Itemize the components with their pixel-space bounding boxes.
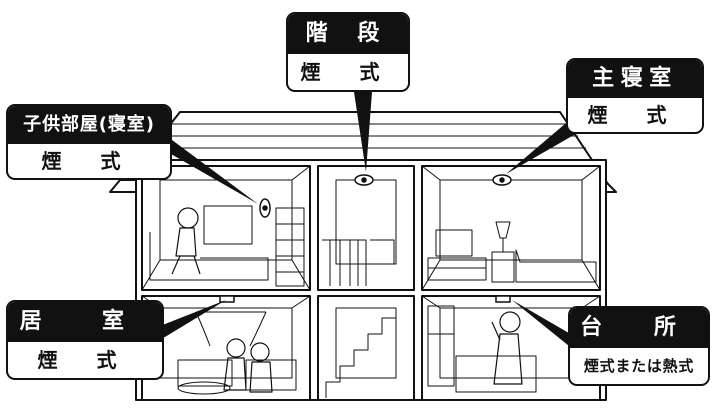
- detector-type: 煙 式: [41, 149, 137, 173]
- detector-type: 煙 式: [300, 60, 396, 84]
- couple-figures: [223, 338, 273, 393]
- window: [203, 205, 253, 245]
- detector-icon-master-bedroom: [492, 174, 512, 186]
- room-name: 子供部屋(寝室): [8, 106, 170, 144]
- detectors: [219, 174, 512, 303]
- pointer-master-bedroom: [506, 118, 586, 174]
- callout-stairs: 階 段 煙 式: [286, 12, 410, 92]
- detector-type: 煙 式: [587, 103, 683, 127]
- room-name: 台 所: [570, 308, 708, 348]
- callout-pointers: [160, 92, 586, 350]
- pointer-kitchen: [512, 300, 574, 350]
- callout-master-bedroom: 主寝室 煙 式: [566, 58, 704, 134]
- coffee-table: [177, 381, 231, 395]
- tv-set: [427, 229, 487, 281]
- detector-type: 煙 式: [37, 348, 133, 372]
- callout-child-room: 子供部屋(寝室) 煙 式: [6, 104, 172, 180]
- bookshelf: [275, 207, 305, 287]
- callout-living-room: 居 室 煙 式: [6, 300, 164, 380]
- detector-icon-child-room: [259, 198, 271, 218]
- detector-icon-living-room: [219, 295, 235, 303]
- bed: [149, 232, 269, 281]
- pointer-child-room: [164, 134, 258, 204]
- room-name: 居 室: [8, 302, 162, 342]
- refrigerator: [427, 305, 455, 387]
- room-name: 主寝室: [568, 60, 702, 98]
- woman-figure: [491, 311, 523, 385]
- bed: [515, 249, 597, 283]
- detector-type: 煙式または熱式: [583, 357, 695, 375]
- kitchen-counter: [455, 355, 537, 393]
- sofa: [177, 359, 297, 391]
- pointer-living-room: [160, 300, 226, 340]
- room-frames: [141, 165, 601, 401]
- stairs-lower: [325, 317, 396, 398]
- child-figure: [171, 207, 201, 275]
- detector-icon-kitchen: [495, 295, 511, 303]
- callout-kitchen: 台 所 煙式または熱式: [568, 306, 710, 386]
- detector-icon-stairs: [354, 174, 374, 186]
- lamp: [491, 221, 515, 283]
- stairs-upper: [322, 239, 395, 286]
- pointer-stairs: [354, 92, 372, 172]
- room-name: 階 段: [288, 14, 408, 54]
